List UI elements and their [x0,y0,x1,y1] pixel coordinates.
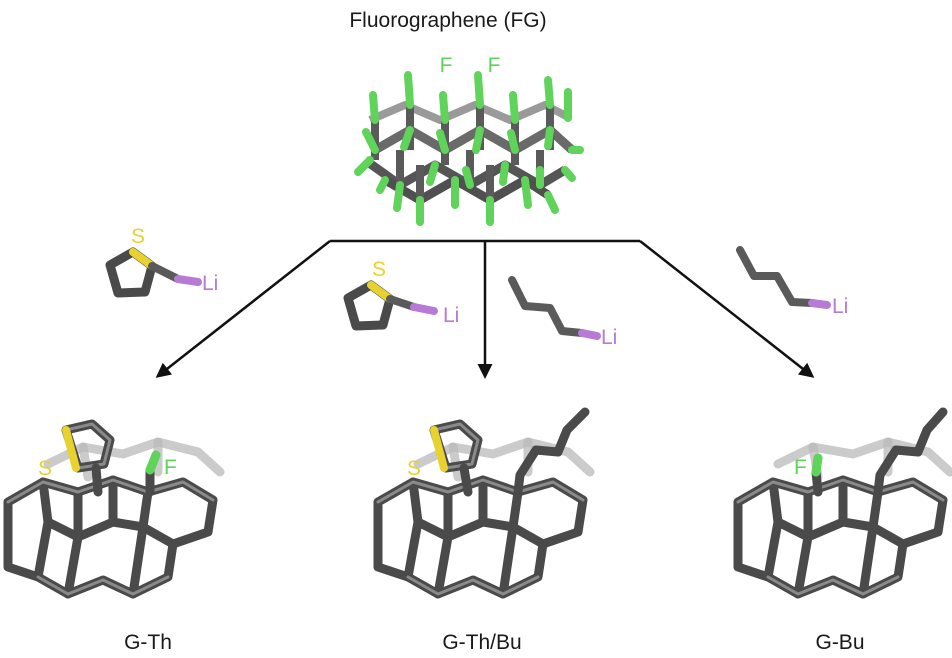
g-th-fluorine-label: F [164,456,177,479]
thienyl-left-sulfur-label: S [131,225,145,248]
thienyl-middle-lithium-label: Li [443,304,459,327]
fg-title: Fluorographene (FG) [349,9,546,32]
product-g-th-label: G-Th [124,631,172,654]
fg-fluorine-label-2: F [488,54,501,77]
thienyl-middle-sulfur-label: S [372,258,386,281]
arrow-to-g-bu [639,240,815,378]
product-g-th-structure [8,424,220,594]
g-th-sulfur-label: S [38,457,52,480]
product-g-bu-label: G-Bu [815,631,864,654]
reaction-arrows [155,239,815,379]
thienyl-left-lithium-label: Li [202,272,218,295]
butyl-right-lithium-label: Li [832,295,848,318]
product-g-th-bu-label: G-Th/Bu [442,631,521,654]
fg-fluorine-label-1: F [440,54,453,77]
g-bu-fluorine-label: F [794,456,807,479]
fluorographene-structure [354,71,584,226]
thienyllithium-left [105,247,202,298]
thienyllithium-middle [343,280,438,331]
product-g-bu-structure [738,407,950,594]
butyllithium-middle [508,276,601,340]
arrow-to-g-th [155,240,331,378]
product-g-th-bu-structure [378,407,590,594]
butyl-middle-lithium-label: Li [601,326,617,349]
butyllithium-right [736,246,831,309]
g-th-bu-sulfur-label: S [407,457,421,480]
